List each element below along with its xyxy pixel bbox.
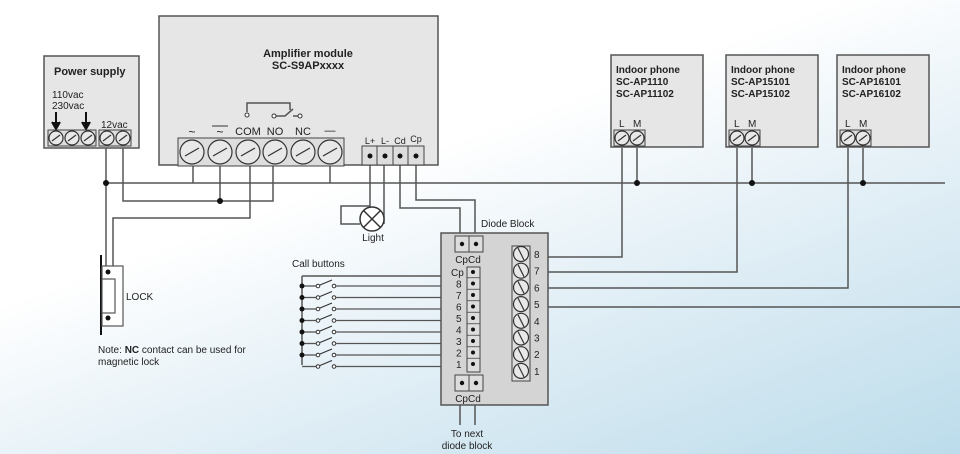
svg-text:Indoor phone: Indoor phone xyxy=(616,65,680,76)
svg-text:SC-AP15102: SC-AP15102 xyxy=(731,89,790,100)
power-supply: Power supply 110vac 230vac 12vac xyxy=(43,55,140,149)
svg-text:110vac: 110vac xyxy=(52,90,84,101)
svg-text:8: 8 xyxy=(456,280,462,291)
svg-text:SC-AP1110: SC-AP1110 xyxy=(616,77,669,88)
svg-text:L: L xyxy=(734,119,740,130)
svg-text:magnetic lock: magnetic lock xyxy=(98,357,160,368)
call-buttons-label: Call buttons xyxy=(292,259,345,270)
svg-text:3: 3 xyxy=(456,337,462,348)
svg-text:1: 1 xyxy=(456,360,462,371)
svg-text:Indoor phone: Indoor phone xyxy=(731,65,795,76)
light-bulb: Light xyxy=(359,206,385,244)
svg-text:Indoor phone: Indoor phone xyxy=(842,65,906,76)
note-text: Note: NC contact can be used for xyxy=(98,345,247,356)
svg-text:Cd: Cd xyxy=(394,136,406,146)
svg-text:Cp: Cp xyxy=(451,268,464,279)
diode-block-title: Diode Block xyxy=(481,219,535,230)
svg-text:~: ~ xyxy=(216,125,223,139)
svg-text:NC: NC xyxy=(295,126,311,138)
door-lock: LOCK xyxy=(100,255,154,335)
svg-text:COM: COM xyxy=(235,126,261,138)
svg-text:L: L xyxy=(619,119,625,130)
svg-text:Cp: Cp xyxy=(410,134,422,144)
svg-text:diode block: diode block xyxy=(442,441,494,452)
svg-text:~: ~ xyxy=(188,125,195,139)
svg-text:—: — xyxy=(325,125,336,137)
svg-text:5: 5 xyxy=(456,314,462,325)
amplifier-title: Amplifier module xyxy=(263,48,353,60)
svg-text:Light: Light xyxy=(362,233,384,244)
svg-text:7: 7 xyxy=(534,267,540,278)
svg-text:SC-AP15101: SC-AP15101 xyxy=(731,77,790,88)
svg-text:1: 1 xyxy=(534,367,540,378)
arrow-icon xyxy=(51,112,61,132)
svg-text:L: L xyxy=(845,119,851,130)
svg-text:L+: L+ xyxy=(365,136,375,146)
svg-text:5: 5 xyxy=(534,300,540,311)
svg-text:CpCd: CpCd xyxy=(455,394,481,405)
svg-text:SC-AP11102: SC-AP11102 xyxy=(616,89,674,100)
svg-text:SC-AP16101: SC-AP16101 xyxy=(842,77,901,88)
svg-text:7: 7 xyxy=(456,291,462,302)
svg-text:To next: To next xyxy=(451,429,483,440)
svg-text:12vac: 12vac xyxy=(101,120,128,131)
svg-text:NO: NO xyxy=(267,126,284,138)
arrow-icon xyxy=(81,112,91,132)
svg-text:6: 6 xyxy=(456,303,462,314)
wires xyxy=(105,148,960,425)
psu-output-terminals xyxy=(98,129,132,147)
svg-text:230vac: 230vac xyxy=(52,101,84,112)
svg-text:M: M xyxy=(748,119,756,130)
power-supply-title: Power supply xyxy=(54,66,126,78)
svg-text:6: 6 xyxy=(534,283,540,294)
psu-input-terminals xyxy=(47,129,97,147)
svg-text:M: M xyxy=(633,119,641,130)
svg-text:2: 2 xyxy=(534,350,540,361)
svg-text:2: 2 xyxy=(456,349,462,360)
amplifier-terminals xyxy=(177,137,345,167)
svg-text:4: 4 xyxy=(456,326,462,337)
svg-text:8: 8 xyxy=(534,250,540,261)
svg-text:M: M xyxy=(859,119,867,130)
amplifier-bus-terminals: L+ L- Cd Cp xyxy=(361,134,425,166)
svg-text:3: 3 xyxy=(534,334,540,345)
amplifier-model: SC-S9APxxxx xyxy=(272,60,345,72)
svg-text:L-: L- xyxy=(381,136,389,146)
svg-text:4: 4 xyxy=(534,317,540,328)
svg-text:SC-AP16102: SC-AP16102 xyxy=(842,89,901,100)
amplifier-module: Amplifier module SC-S9APxxxx ~ ~ COM NO … xyxy=(158,15,439,167)
svg-text:LOCK: LOCK xyxy=(126,292,154,303)
svg-text:CpCd: CpCd xyxy=(455,255,481,266)
